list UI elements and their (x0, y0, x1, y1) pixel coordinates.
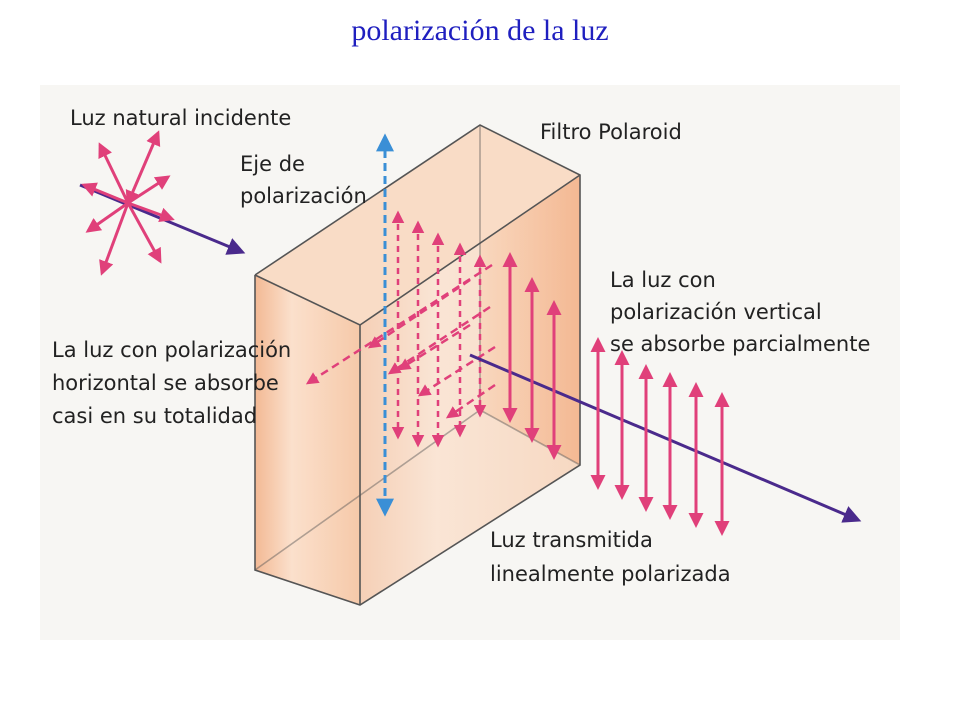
label-horizontal-line1: La luz con polarización (52, 338, 291, 362)
label-vertical-line2: polarización vertical (610, 300, 822, 324)
label-horizontal-line3: casi en su totalidad (52, 404, 257, 428)
label-axis-line2: polarización (240, 184, 367, 208)
polarization-figure: Luz natural incidente Filtro Polaroid Ej… (40, 85, 900, 640)
label-vertical-line3: se absorbe parcialmente (610, 332, 870, 356)
natural-light-star-icon (81, 130, 175, 276)
horizontal-components-inside (305, 263, 496, 419)
label-vertical-line1: La luz con (610, 268, 716, 292)
polarization-diagram: Luz natural incidente Filtro Polaroid Ej… (52, 106, 870, 606)
label-filter: Filtro Polaroid (540, 120, 682, 144)
label-axis-line1: Eje de (240, 152, 305, 176)
label-transmitted-line2: linealmente polarizada (490, 562, 731, 586)
slide-title: polarización de la luz (351, 14, 609, 47)
label-transmitted-line1: Luz transmitida (490, 528, 653, 552)
transmitted-waves (502, 252, 730, 536)
label-horizontal-line2: horizontal se absorbe (52, 371, 279, 395)
label-incident-light: Luz natural incidente (70, 106, 291, 130)
